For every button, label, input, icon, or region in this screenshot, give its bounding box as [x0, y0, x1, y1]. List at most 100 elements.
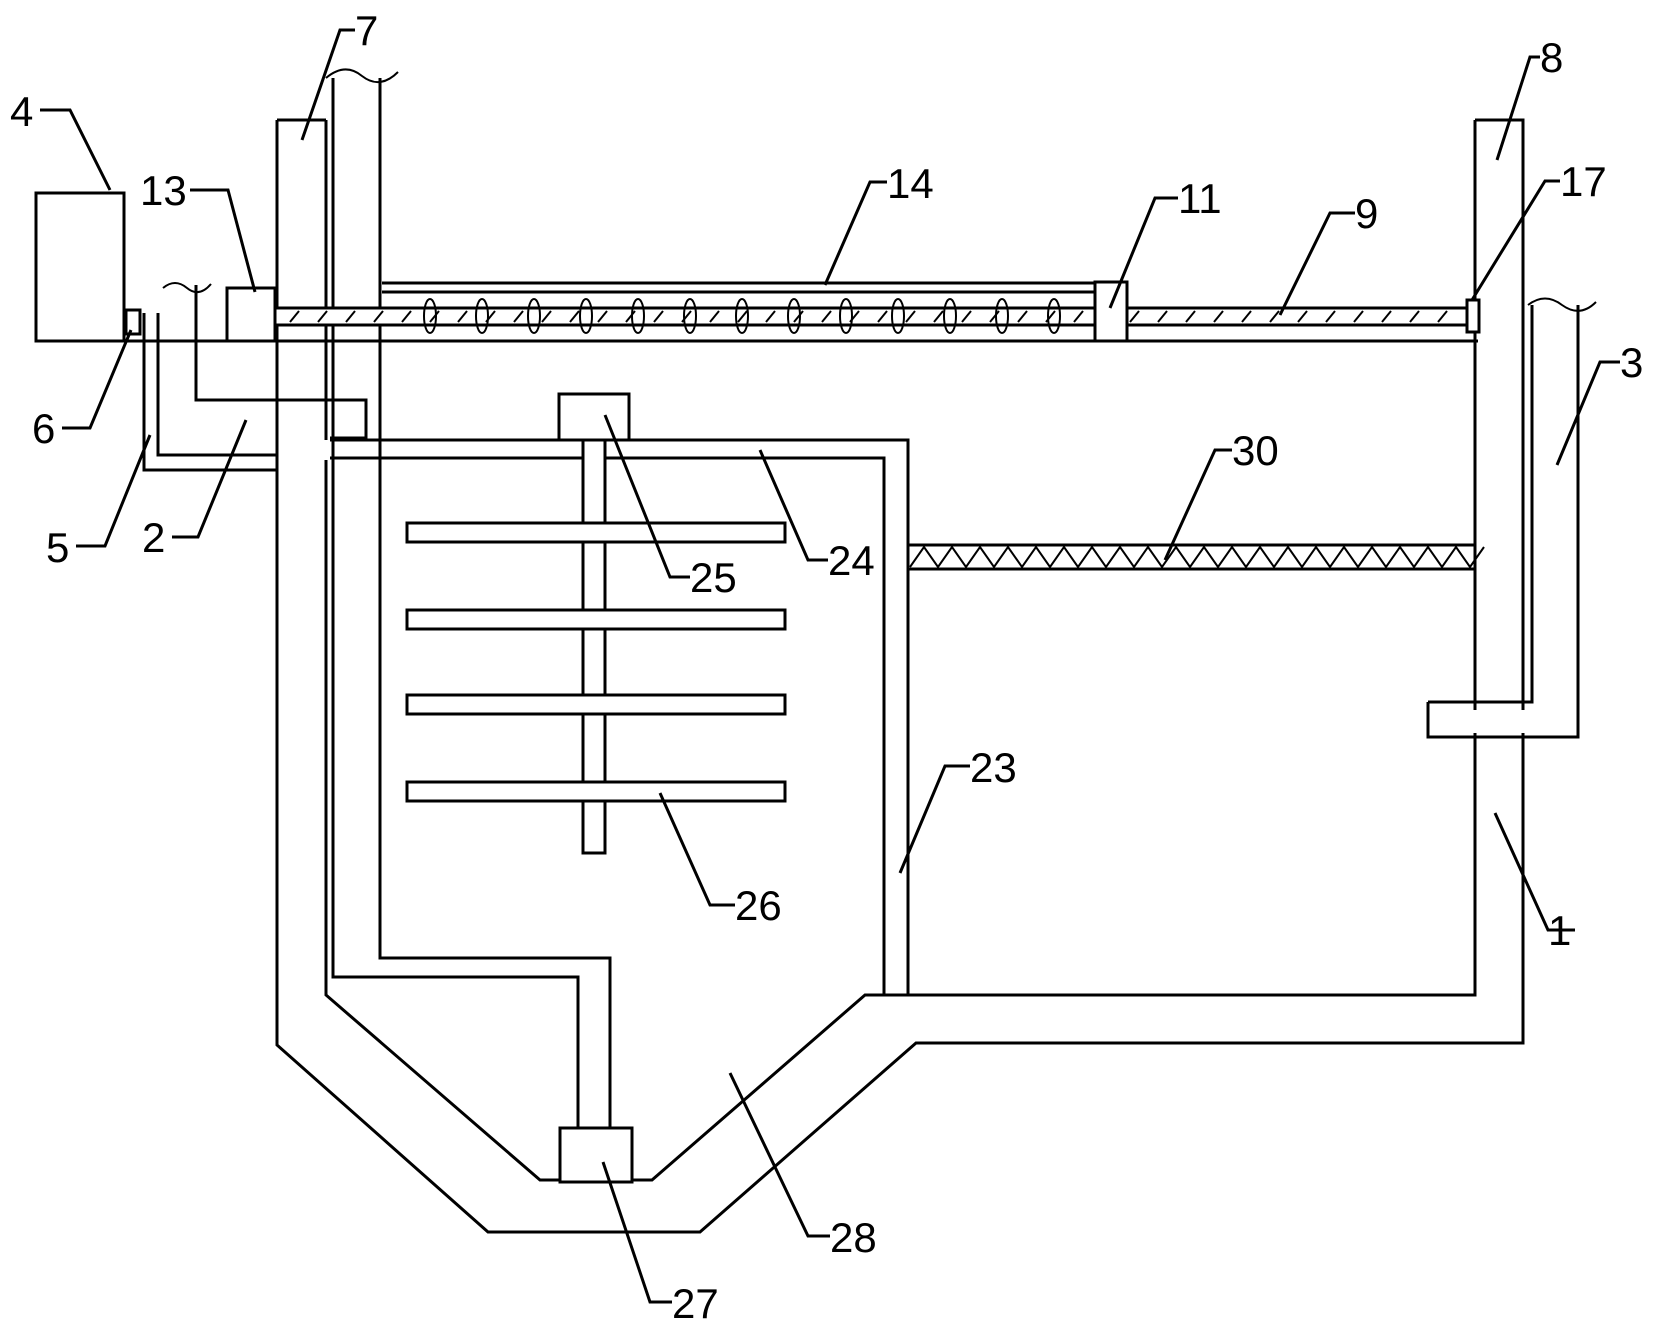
label-23: 23	[898, 744, 1017, 874]
shaft-hatch-mark	[1017, 310, 1028, 323]
label-24: 24	[758, 449, 875, 584]
label-14-text: 14	[887, 160, 934, 207]
shaft-hatch-mark	[513, 310, 524, 323]
label-28: 28	[728, 1072, 877, 1261]
label-11: 11	[1108, 175, 1222, 309]
shaft-hatch-mark	[1073, 310, 1084, 323]
label-4: 4	[10, 88, 112, 191]
shaft-hatch-mark	[821, 310, 832, 323]
pipe-7b	[378, 78, 612, 1128]
shaft-hatch-mark	[989, 310, 1000, 323]
shaft-hatch-mark	[905, 310, 916, 323]
label-3-text: 3	[1620, 339, 1643, 386]
spring-coil	[683, 298, 697, 334]
label-14: 14	[823, 160, 934, 286]
shaft-hatch-mark	[541, 310, 552, 323]
shaft-hatch-mark	[737, 310, 748, 323]
paddle-1	[405, 521, 787, 544]
label-13-text: 13	[140, 167, 187, 214]
label-1: 1	[1493, 812, 1575, 954]
paddle-3	[405, 693, 787, 716]
label-6: 6	[32, 329, 133, 452]
label-26: 26	[658, 792, 782, 929]
label-17-text: 17	[1560, 158, 1607, 205]
spring-coil	[891, 298, 905, 334]
paddle-2	[405, 608, 787, 631]
shaft-hatch-mark	[401, 310, 412, 323]
label-27: 27	[601, 1161, 719, 1327]
shaft-hatch-mark	[1297, 310, 1308, 323]
shaft-hatch-mark	[1353, 310, 1364, 323]
label-2: 2	[142, 419, 248, 561]
shaft-hatch-mark	[1157, 310, 1168, 323]
spring-coil	[475, 298, 489, 334]
shaft-hatch-mark	[457, 310, 468, 323]
spring-coil	[995, 298, 1009, 334]
label-25-text: 25	[690, 554, 737, 601]
shaft-hatch-mark	[345, 310, 356, 323]
pipe-5	[142, 313, 278, 472]
shaft-hatch-mark	[793, 310, 804, 323]
spring-coils-14	[423, 298, 1061, 334]
label-25: 25	[603, 414, 737, 601]
chamber-lid-24	[330, 438, 910, 995]
label-24-text: 24	[828, 537, 875, 584]
motor-box-4	[34, 191, 126, 343]
label-4-text: 4	[10, 88, 33, 135]
shaft-hatch-mark	[1409, 310, 1420, 323]
shaft-hatch-mark	[1325, 310, 1336, 323]
shaft-hatch-mark	[1437, 310, 1448, 323]
label-7: 7	[300, 7, 378, 141]
shaft-hatch-mark	[373, 310, 384, 323]
filter-zigzag-line	[909, 545, 1485, 569]
label-26-text: 26	[735, 882, 782, 929]
spring-coil	[735, 298, 749, 334]
label-9-text: 9	[1355, 190, 1378, 237]
shaft-hatch-mark	[625, 310, 636, 323]
shaft-hatch-mark	[1269, 310, 1280, 323]
pipe-5-inner	[156, 313, 278, 457]
shaft-hatch-mark	[1241, 310, 1252, 323]
shaft-hatch-mark	[429, 310, 440, 323]
label-5-text: 5	[46, 524, 69, 571]
label-8-text: 8	[1540, 34, 1563, 81]
shaft-hatch-mark	[765, 310, 776, 323]
shaft-hatch-mark	[653, 310, 664, 323]
screw-shaft-9	[273, 306, 1477, 327]
spring-coil	[527, 298, 541, 334]
label-27-text: 27	[672, 1280, 719, 1327]
spring-coil	[631, 298, 645, 334]
label-11-text: 11	[1178, 175, 1222, 222]
label-28-text: 28	[830, 1214, 877, 1261]
pump-27	[558, 1126, 634, 1184]
label-2-text: 2	[142, 514, 165, 561]
spring-coil	[787, 298, 801, 334]
spring-coil	[1047, 298, 1061, 334]
outer-tank-wall	[275, 120, 1525, 1234]
label-5: 5	[46, 434, 152, 571]
shaft-hatch-mark	[597, 310, 608, 323]
pipe-3-outer	[1426, 305, 1580, 739]
label-3: 3	[1555, 339, 1643, 466]
shaft-hatch-mark	[961, 310, 972, 323]
shaft-hatch-mark	[1381, 310, 1392, 323]
label-7-text: 7	[355, 7, 378, 54]
label-13: 13	[140, 167, 257, 293]
paddle-4	[405, 780, 787, 803]
label-17: 17	[1470, 158, 1607, 301]
spring-coil	[943, 298, 957, 334]
pipe-2	[194, 285, 368, 440]
block-13	[225, 286, 277, 343]
shaft-hatch-mark	[1185, 310, 1196, 323]
spring-coil	[839, 298, 853, 334]
shaft-hatch-mark	[933, 310, 944, 323]
bracket-17	[1465, 298, 1481, 334]
shaft-hatch-mark	[877, 310, 888, 323]
shaft-hatch-mark	[569, 310, 580, 323]
shaft-hatch-mark	[709, 310, 720, 323]
label-8: 8	[1495, 34, 1563, 161]
coupling-6	[124, 308, 142, 336]
column-8-right	[1475, 118, 1525, 710]
label-30-text: 30	[1232, 427, 1279, 474]
